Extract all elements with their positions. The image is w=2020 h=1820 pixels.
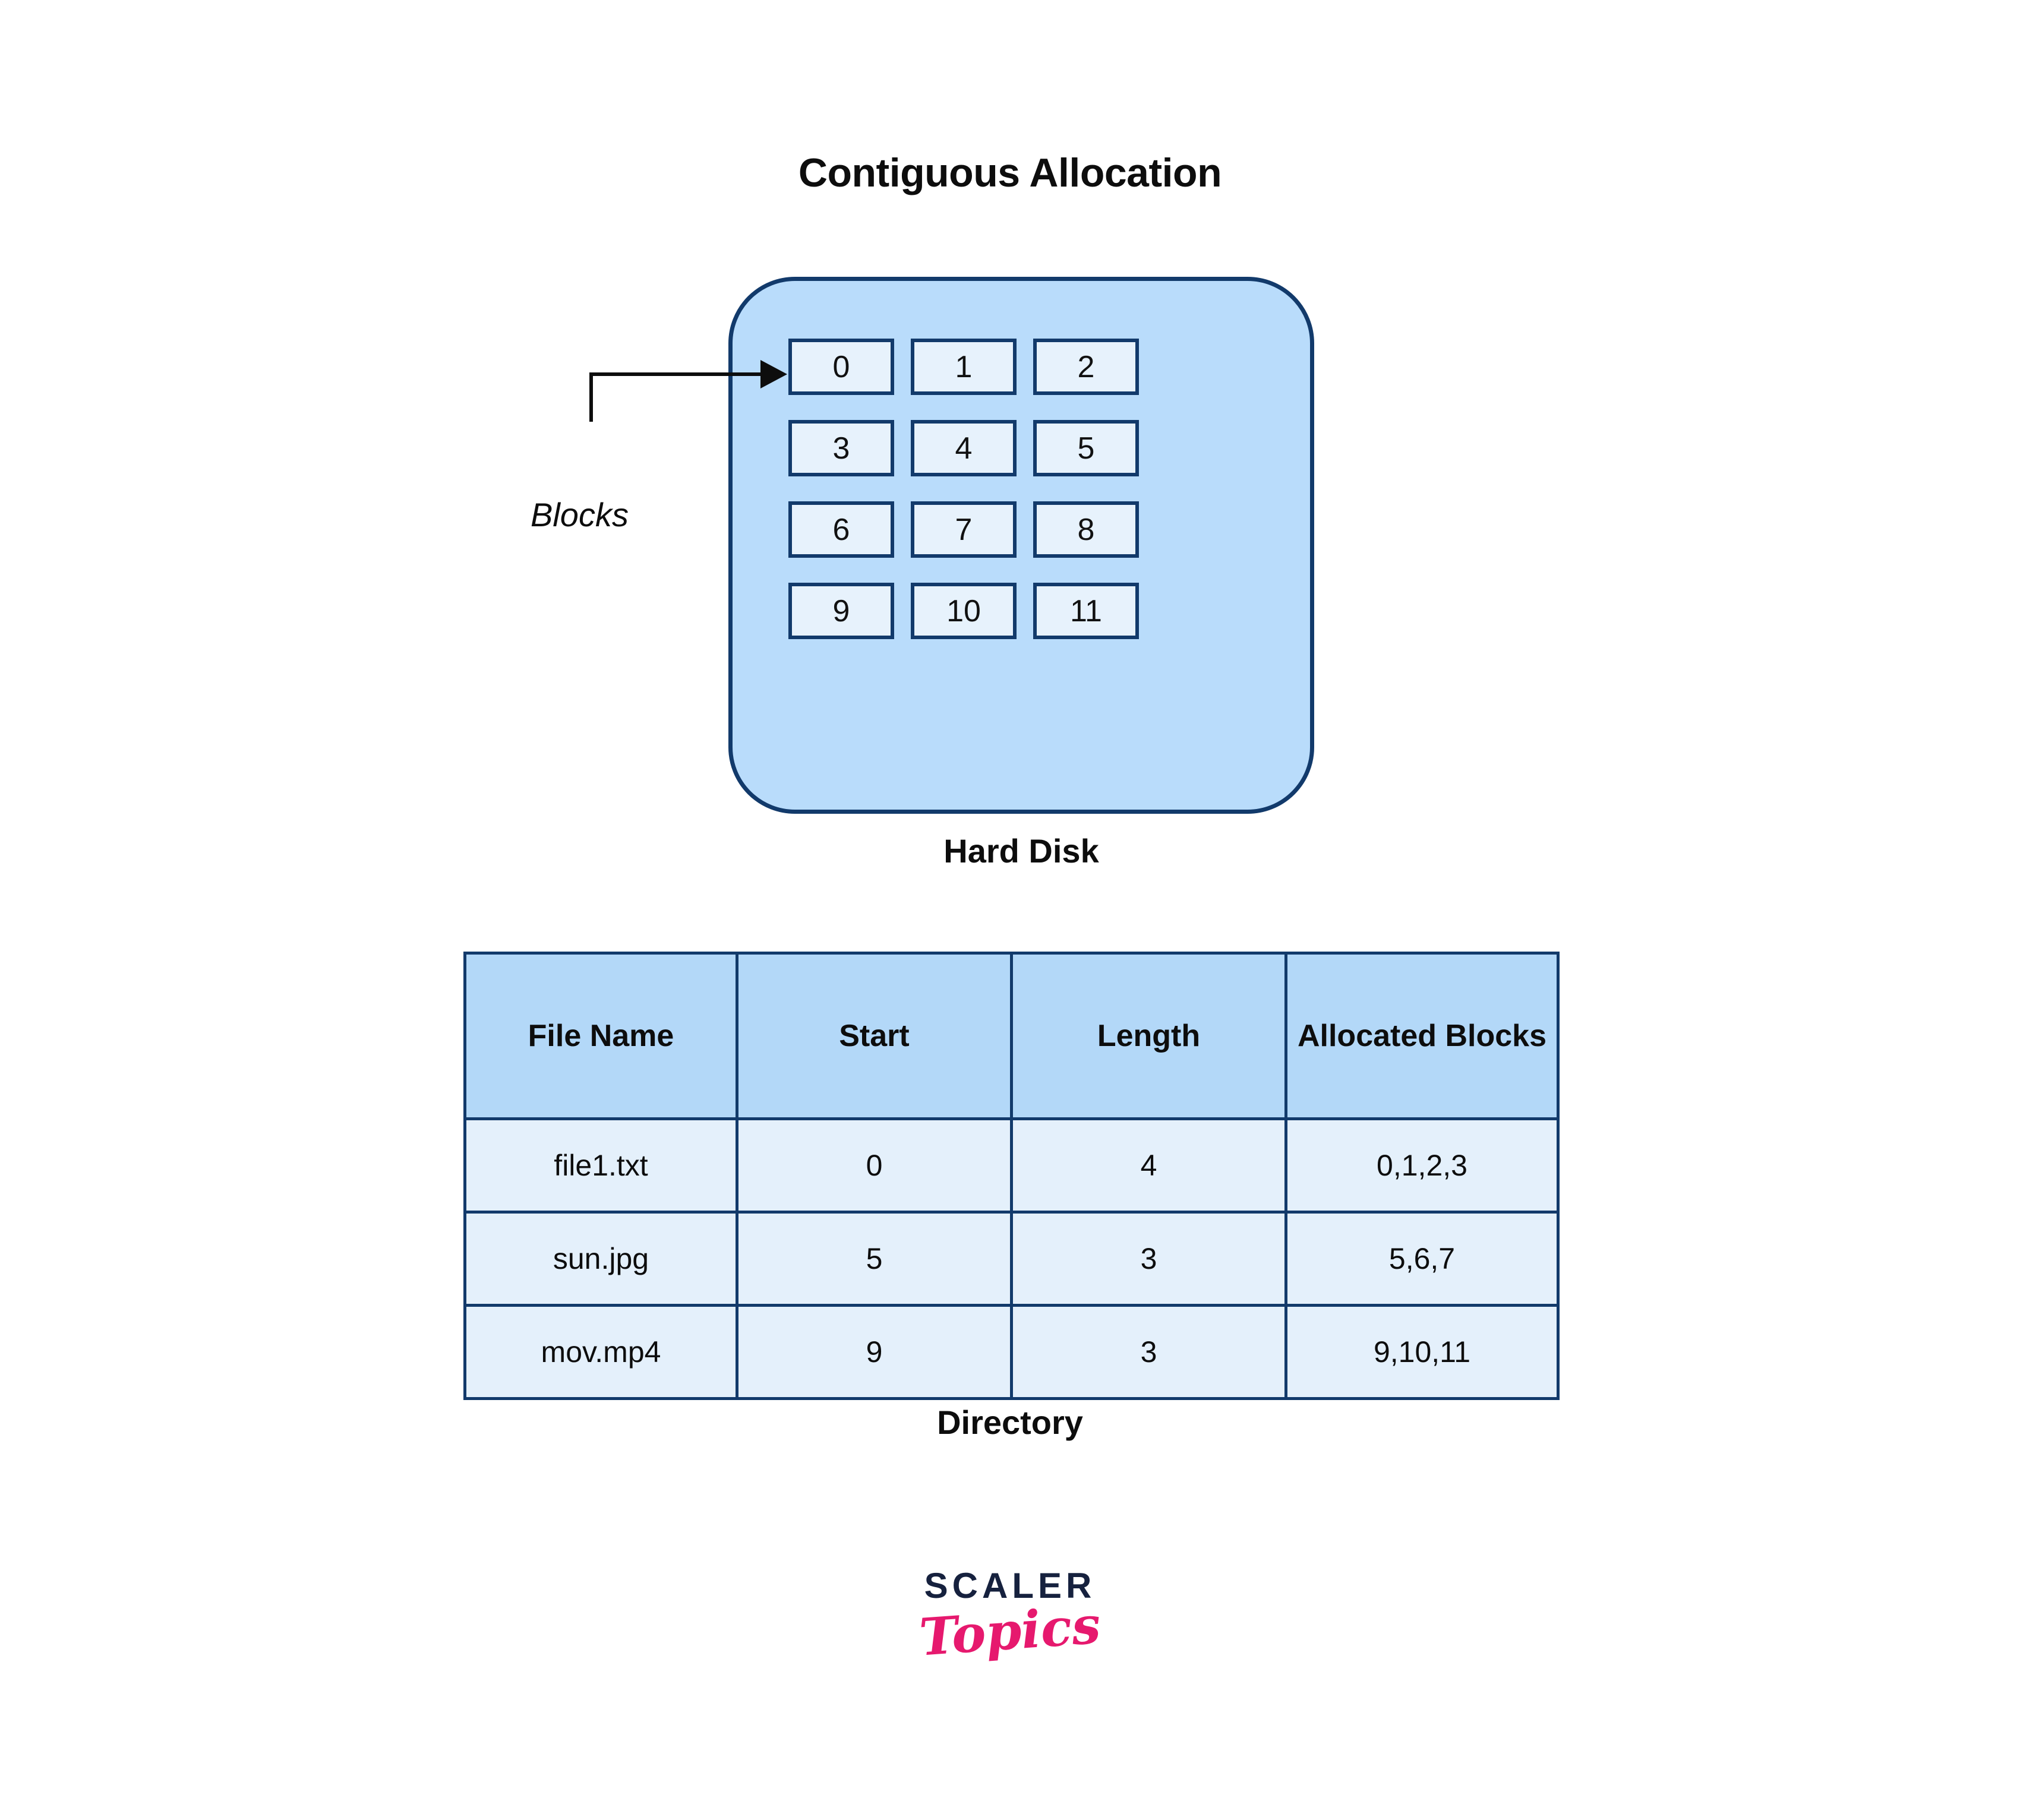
hard-disk-container: 0 1 2 3 4 5 6 7 8 9 10 11 bbox=[728, 277, 1314, 814]
column-header-start: Start bbox=[736, 952, 1013, 1120]
disk-block-grid: 0 1 2 3 4 5 6 7 8 9 10 11 bbox=[788, 339, 1258, 639]
cell-length: 3 bbox=[1010, 1304, 1287, 1400]
table-row: mov.mp4 9 3 9,10,11 bbox=[463, 1304, 1560, 1400]
cell-start: 9 bbox=[736, 1304, 1013, 1400]
disk-block: 5 bbox=[1033, 420, 1139, 476]
scaler-topics-logo: SCALER Topics bbox=[879, 1566, 1141, 1668]
disk-block: 2 bbox=[1033, 339, 1139, 395]
directory-caption: Directory bbox=[937, 1404, 1083, 1441]
column-header-file-name: File Name bbox=[463, 952, 738, 1120]
column-header-length: Length bbox=[1010, 952, 1287, 1120]
cell-length: 4 bbox=[1010, 1117, 1287, 1214]
cell-allocated-blocks: 5,6,7 bbox=[1284, 1211, 1560, 1307]
cell-file-name: mov.mp4 bbox=[463, 1304, 738, 1400]
page-title: Contiguous Allocation bbox=[798, 150, 1222, 195]
table-header-row: File Name Start Length Allocated Blocks bbox=[463, 952, 1560, 1120]
table-row: file1.txt 0 4 0,1,2,3 bbox=[463, 1117, 1560, 1214]
disk-block: 11 bbox=[1033, 583, 1139, 639]
disk-block: 7 bbox=[911, 501, 1017, 558]
directory-table: File Name Start Length Allocated Blocks … bbox=[463, 952, 1560, 1400]
disk-block: 4 bbox=[911, 420, 1017, 476]
hard-disk-caption: Hard Disk bbox=[943, 832, 1099, 870]
disk-block: 10 bbox=[911, 583, 1017, 639]
cell-start: 5 bbox=[736, 1211, 1013, 1307]
disk-block: 1 bbox=[911, 339, 1017, 395]
disk-block: 6 bbox=[788, 501, 894, 558]
cell-file-name: sun.jpg bbox=[463, 1211, 738, 1307]
table-row: sun.jpg 5 3 5,6,7 bbox=[463, 1211, 1560, 1307]
disk-block: 9 bbox=[788, 583, 894, 639]
disk-block: 8 bbox=[1033, 501, 1139, 558]
column-header-allocated-blocks: Allocated Blocks bbox=[1284, 952, 1560, 1120]
cell-allocated-blocks: 9,10,11 bbox=[1284, 1304, 1560, 1400]
cell-start: 0 bbox=[736, 1117, 1013, 1214]
disk-block: 0 bbox=[788, 339, 894, 395]
logo-topics-wordmark: Topics bbox=[917, 1595, 1103, 1668]
logo-scaler-wordmark: SCALER bbox=[924, 1566, 1096, 1606]
cell-file-name: file1.txt bbox=[463, 1117, 738, 1214]
cell-allocated-blocks: 0,1,2,3 bbox=[1284, 1117, 1560, 1214]
blocks-callout-label: Blocks bbox=[531, 496, 629, 533]
cell-length: 3 bbox=[1010, 1211, 1287, 1307]
disk-block: 3 bbox=[788, 420, 894, 476]
